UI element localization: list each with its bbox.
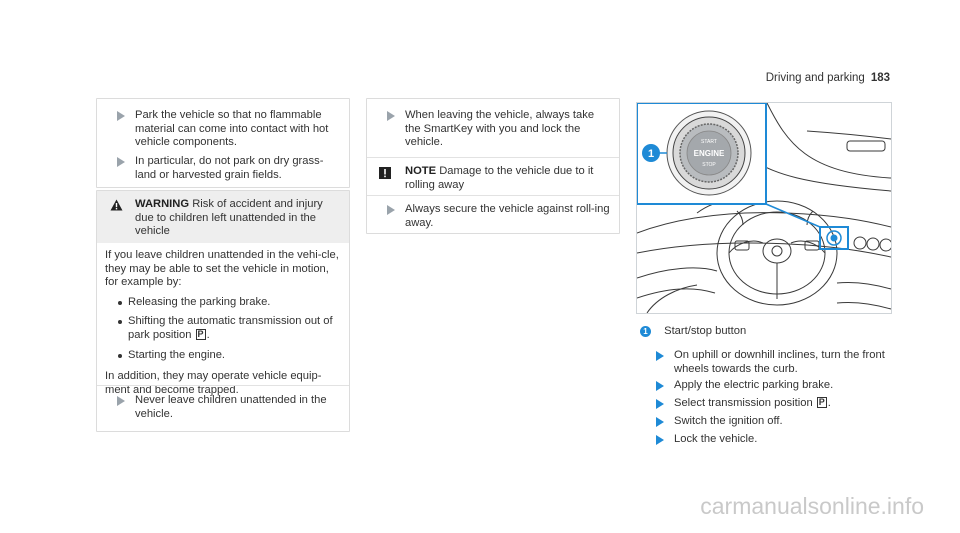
list-item: Shifting the automatic transmission out … [105, 315, 341, 342]
divider [367, 195, 619, 196]
step-item: Park the vehicle so that no flammable ma… [97, 109, 385, 150]
step-item: Never leave children unattended in the v… [97, 394, 385, 421]
list-item: Starting the engine. [105, 349, 341, 363]
step-text: Lock the vehicle. [674, 433, 758, 445]
step-text: When leaving the vehicle, always take th… [405, 109, 595, 149]
exclamation-icon [379, 167, 391, 179]
step-arrow-icon [656, 381, 664, 391]
step-arrow-icon [117, 396, 125, 406]
note-text: Damage to the vehicle due to it rolling … [405, 165, 594, 191]
divider [367, 157, 619, 158]
step-item: Select transmission position P. [636, 397, 934, 411]
page-header: Driving and parking 183 [766, 72, 890, 86]
bullet-dot [118, 300, 122, 305]
step-arrow-icon [656, 417, 664, 427]
dashboard-drawing: 1 START ENGINE STOP [637, 103, 891, 313]
caption-badge: 1 [640, 326, 651, 337]
list-item: Releasing the parking brake. [105, 296, 341, 310]
step-arrow-icon [117, 157, 125, 167]
park-position-symbol: P [195, 328, 206, 340]
caption-text: Start/stop button [664, 325, 747, 337]
park-position-symbol: P [816, 397, 827, 408]
step-arrow-icon [117, 111, 125, 121]
warning-outro: In addition, they may operate vehicle eq… [105, 370, 322, 396]
step-arrow-icon [656, 399, 664, 409]
section-title: Driving and parking [765, 72, 865, 84]
park-instructions-block: Park the vehicle so that no flammable ma… [96, 98, 350, 188]
step-item: On uphill or downhill inclines, turn the… [636, 349, 934, 376]
warning-intro: If you leave children unattended in the … [105, 249, 339, 289]
note-label: NOTE [405, 165, 437, 177]
step-text: Switch the ignition off. [674, 415, 783, 427]
step-text: Apply the electric parking brake. [674, 379, 834, 391]
bullet-text: Starting the engine. [128, 348, 226, 361]
step-arrow-icon [656, 435, 664, 445]
bullet-text: Shifting the automatic transmission out … [128, 315, 333, 341]
step-text: On uphill or downhill inclines, turn the… [674, 349, 885, 375]
step-text: Select transmission position [674, 397, 813, 409]
warning-header: WARNING Risk of accident and injury due … [97, 191, 349, 243]
step-arrow-icon [656, 351, 664, 361]
step-item: Apply the electric parking brake. [636, 379, 934, 393]
callout-badge [642, 144, 660, 162]
step-item: When leaving the vehicle, always take th… [367, 109, 655, 150]
step-text: Park the vehicle so that no flammable ma… [135, 109, 329, 149]
step-text: Never leave children unattended in the v… [135, 394, 327, 420]
page-number: 183 [870, 72, 890, 84]
bullet-dot [118, 320, 122, 325]
figure-caption: 1 Start/stop button [640, 325, 890, 339]
leaving-vehicle-block: When leaving the vehicle, always take th… [366, 98, 620, 234]
note-header: NOTE Damage to the vehicle due to it rol… [405, 165, 610, 192]
step-text: Always secure the vehicle against roll-i… [405, 203, 610, 229]
bullet-text: Releasing the parking brake. [128, 295, 271, 308]
bullet-dot [118, 353, 122, 358]
button-line-engine: ENGINE [694, 149, 725, 158]
warning-body: If you leave children unattended in the … [105, 249, 341, 397]
watermark: carmanualsonline.info [700, 493, 924, 519]
button-line-start: START [701, 139, 717, 145]
step-item: In particular, do not park on dry grass-… [97, 155, 385, 182]
warning-label: WARNING [135, 198, 190, 210]
divider [97, 385, 349, 386]
start-stop-illustration: 1 START ENGINE STOP [636, 102, 892, 314]
step-text: In particular, do not park on dry grass-… [135, 155, 324, 181]
step-item: Always secure the vehicle against roll-i… [367, 203, 655, 230]
callout-number: 1 [648, 148, 654, 160]
warning-triangle-icon [110, 199, 123, 211]
warning-block: WARNING Risk of accident and injury due … [96, 190, 350, 432]
step-arrow-icon [387, 111, 395, 121]
warning-title: Risk of accident and injury due to child… [135, 198, 323, 238]
step-arrow-icon [387, 205, 395, 215]
step-item: Switch the ignition off. [636, 415, 934, 429]
button-line-stop: STOP [702, 162, 716, 168]
step-item: Lock the vehicle. [636, 433, 934, 447]
